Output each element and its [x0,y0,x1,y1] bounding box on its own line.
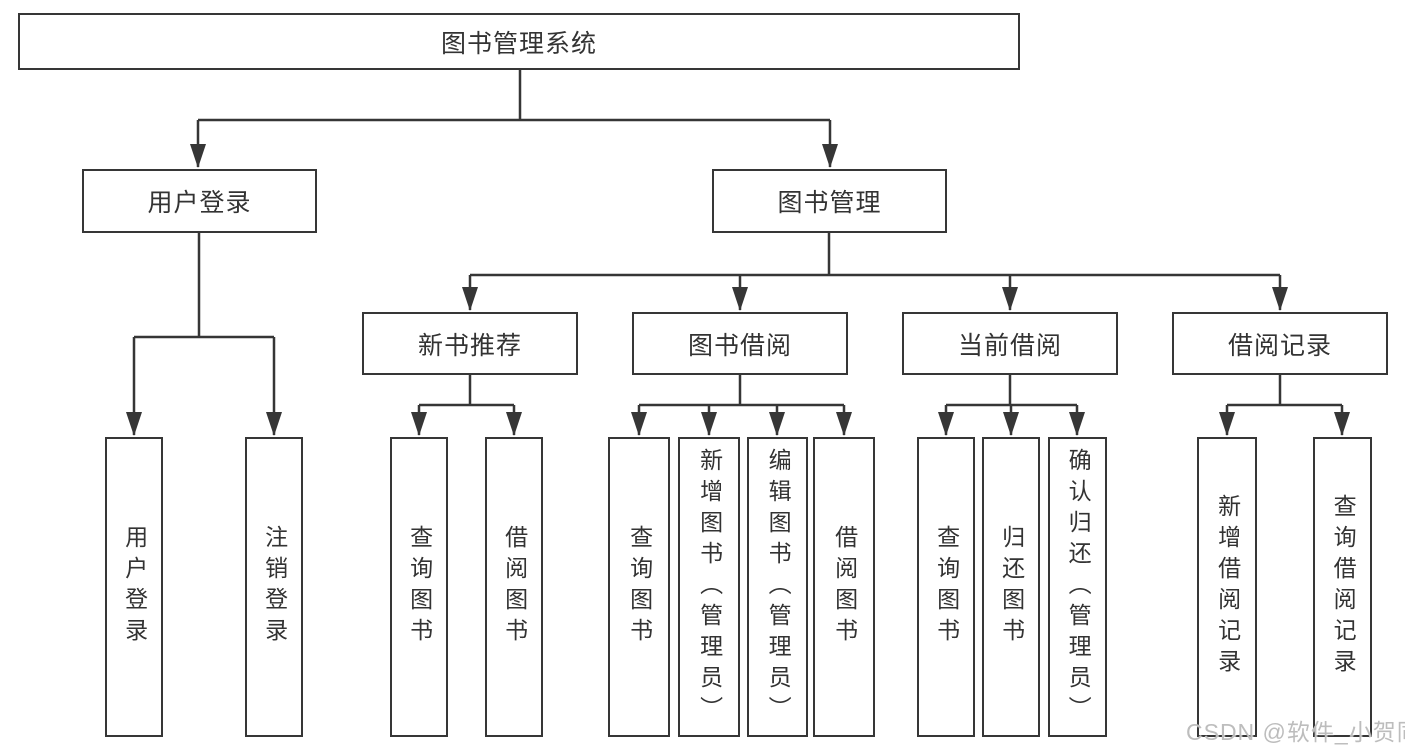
node-user-login-label: 用户登录 [147,189,252,217]
leaf-query-books-1-label: 查询图书 [406,525,433,649]
node-current-borrowing-label: 当前借阅 [957,331,1062,360]
node-book-management: 图书管理 [712,169,947,233]
leaf-add-borrow-record-label: 新增借阅记录 [1214,494,1241,680]
leaf-add-borrow-record: 新增借阅记录 [1197,437,1257,737]
arrowheads [126,144,1350,436]
leaf-borrow-books-2-label: 借阅图书 [831,525,858,649]
leaf-edit-books-admin: 编辑图书（管理员） [747,437,808,737]
node-library-system-label: 图书管理系统 [440,29,597,58]
leaf-query-books-2: 查询图书 [608,437,670,737]
node-user-login: 用户登录 [82,169,317,233]
node-borrow-records: 借阅记录 [1172,312,1388,375]
node-current-borrowing: 当前借阅 [902,312,1118,375]
leaf-logout-login-label: 注销登录 [261,525,288,649]
leaf-confirm-return-admin: 确认归还（管理员） [1048,437,1107,737]
node-book-management-label: 图书管理 [777,189,882,217]
leaf-query-books-3-label: 查询图书 [933,525,960,649]
leaf-query-books-2-label: 查询图书 [626,525,653,649]
leaf-query-books-1: 查询图书 [390,437,448,737]
leaf-add-books-admin: 新增图书（管理员） [678,437,740,737]
leaf-borrow-books-1: 借阅图书 [485,437,543,737]
leaf-return-books-label: 归还图书 [998,525,1025,649]
node-new-book-recommend: 新书推荐 [362,312,578,375]
node-new-book-recommend-label: 新书推荐 [417,331,522,360]
watermark: CSDN @软件_小贺同学 [1186,719,1405,745]
node-library-system: 图书管理系统 [18,13,1020,70]
leaf-query-borrow-record-label: 查询借阅记录 [1330,494,1357,680]
leaf-confirm-return-admin-label: 确认归还（管理员） [1065,447,1092,727]
tree-edges [132,70,1344,435]
leaf-borrow-books-2: 借阅图书 [813,437,875,737]
leaf-query-borrow-record: 查询借阅记录 [1313,437,1372,737]
leaf-edit-books-admin-label: 编辑图书（管理员） [765,447,792,727]
leaf-query-books-3: 查询图书 [917,437,975,737]
leaf-add-books-admin-label: 新增图书（管理员） [696,447,723,727]
leaf-return-books: 归还图书 [982,437,1040,737]
node-book-borrowing-label: 图书借阅 [687,331,792,360]
leaf-logout-login: 注销登录 [245,437,303,737]
node-book-borrowing: 图书借阅 [632,312,848,375]
leaf-user-login-label: 用户登录 [121,525,148,649]
leaf-borrow-books-1-label: 借阅图书 [501,525,528,649]
node-borrow-records-label: 借阅记录 [1227,331,1332,360]
leaf-user-login: 用户登录 [105,437,163,737]
